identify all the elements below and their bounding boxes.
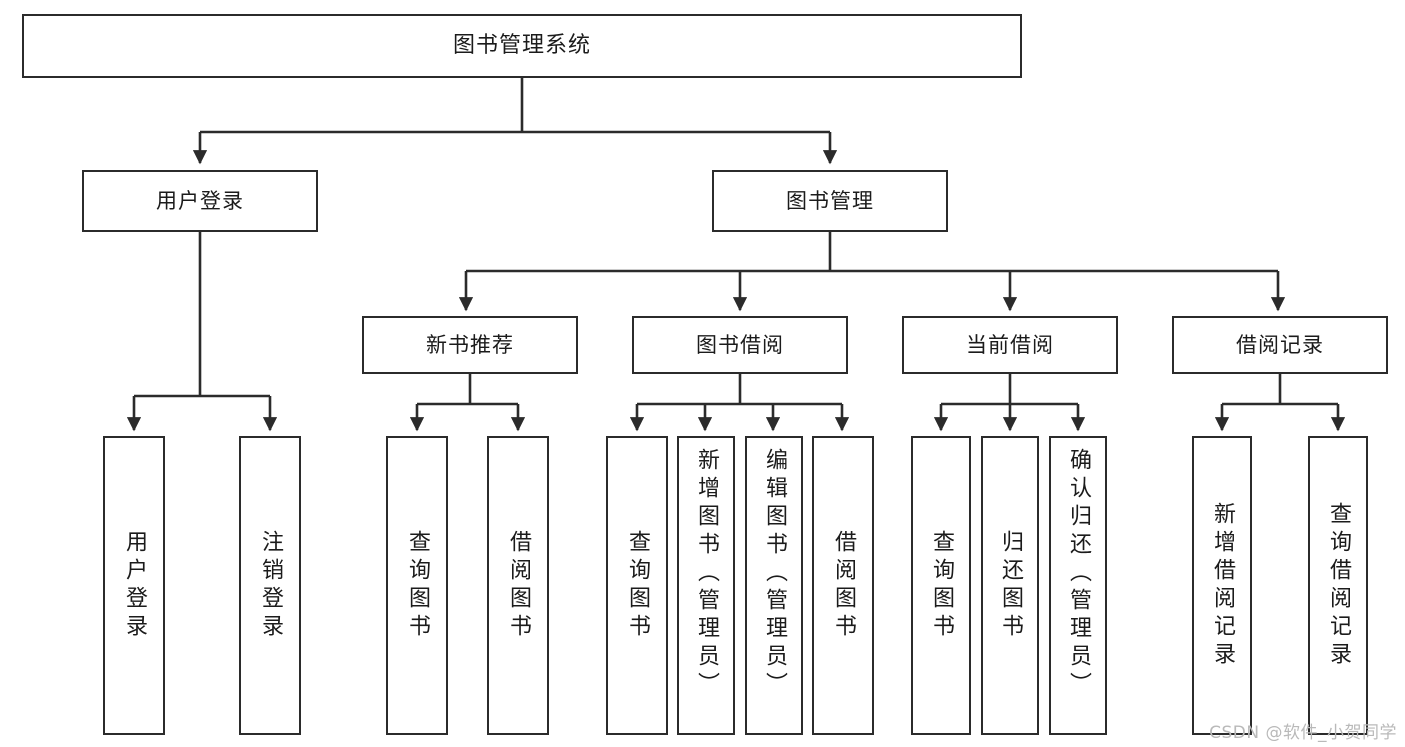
leaf-query-book-borrow[interactable]: 查询图书 bbox=[606, 436, 668, 735]
node-label: 借阅图书 bbox=[831, 529, 856, 642]
node-current-borrow[interactable]: 当前借阅 bbox=[902, 316, 1118, 374]
node-borrow-record[interactable]: 借阅记录 bbox=[1172, 316, 1388, 374]
leaf-query-borrow-record[interactable]: 查询借阅记录 bbox=[1308, 436, 1368, 735]
node-label: 图书管理系统 bbox=[452, 33, 591, 59]
node-user-login[interactable]: 用户登录 bbox=[82, 170, 318, 232]
leaf-logout[interactable]: 注销登录 bbox=[239, 436, 301, 735]
leaf-query-book-current[interactable]: 查询图书 bbox=[911, 436, 971, 735]
leaf-add-book-admin[interactable]: 新增图书（管理员） bbox=[677, 436, 735, 735]
leaf-edit-book-admin[interactable]: 编辑图书（管理员） bbox=[745, 436, 803, 735]
node-label: 注销登录 bbox=[258, 529, 283, 642]
node-label: 确认归还（管理员） bbox=[1066, 448, 1091, 700]
leaf-user-login[interactable]: 用户登录 bbox=[103, 436, 165, 735]
node-label: 当前借阅 bbox=[966, 332, 1054, 357]
node-new-book-recommend[interactable]: 新书推荐 bbox=[362, 316, 578, 374]
leaf-return-book[interactable]: 归还图书 bbox=[981, 436, 1039, 735]
leaf-borrow-book-recommend[interactable]: 借阅图书 bbox=[487, 436, 549, 735]
node-label: 新书推荐 bbox=[426, 332, 514, 357]
node-label: 新增借阅记录 bbox=[1210, 501, 1235, 670]
node-label: 用户登录 bbox=[122, 529, 147, 642]
watermark-text: CSDN @软件_小贺同学 bbox=[1209, 723, 1397, 743]
leaf-add-borrow-record[interactable]: 新增借阅记录 bbox=[1192, 436, 1252, 735]
node-label: 查询图书 bbox=[405, 529, 430, 642]
node-root[interactable]: 图书管理系统 bbox=[22, 14, 1022, 78]
leaf-confirm-return-admin[interactable]: 确认归还（管理员） bbox=[1049, 436, 1107, 735]
node-label: 归还图书 bbox=[998, 529, 1023, 642]
node-label: 借阅记录 bbox=[1236, 332, 1324, 357]
node-label: 用户登录 bbox=[156, 188, 244, 213]
node-label: 借阅图书 bbox=[506, 529, 531, 642]
node-book-borrow[interactable]: 图书借阅 bbox=[632, 316, 848, 374]
node-label: 查询图书 bbox=[625, 529, 650, 642]
node-label: 图书管理 bbox=[786, 188, 874, 213]
node-label: 编辑图书（管理员） bbox=[762, 448, 787, 700]
node-book-management[interactable]: 图书管理 bbox=[712, 170, 948, 232]
leaf-borrow-book[interactable]: 借阅图书 bbox=[812, 436, 874, 735]
leaf-query-book-recommend[interactable]: 查询图书 bbox=[386, 436, 448, 735]
node-label: 查询借阅记录 bbox=[1326, 501, 1351, 670]
node-label: 图书借阅 bbox=[696, 332, 784, 357]
node-label: 查询图书 bbox=[929, 529, 954, 642]
node-label: 新增图书（管理员） bbox=[694, 448, 719, 700]
